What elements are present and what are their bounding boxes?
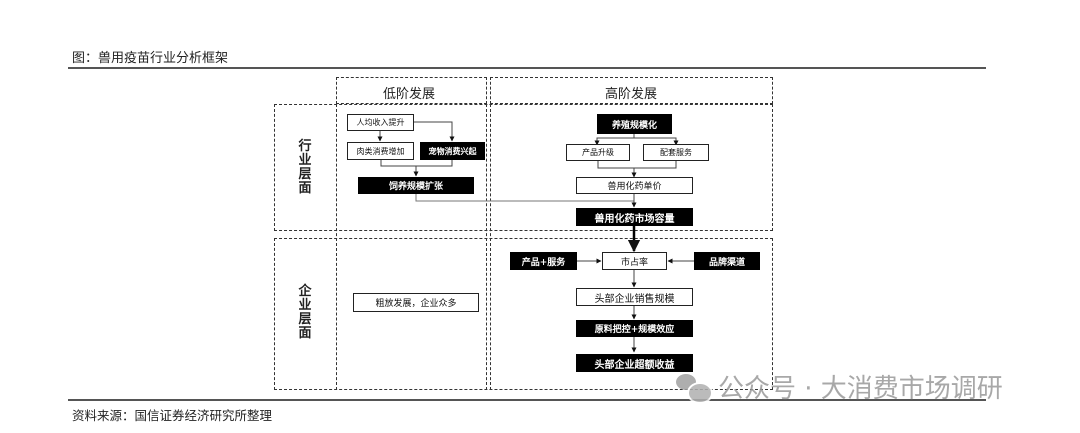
- header-low-box: [336, 77, 487, 104]
- node-extensive: 粗放发展，企业众多: [353, 293, 479, 312]
- row-label-industry-text: 行业层面: [298, 139, 312, 196]
- source-note: 资料来源：国信证券经济研究所整理: [72, 408, 273, 423]
- col-divider-low-high-a: [486, 104, 487, 390]
- node-unit-price: 兽用化药单价: [576, 177, 693, 194]
- row-industry-frame: [274, 104, 773, 231]
- watermark-text: 公众号 · 大消费市场调研: [718, 374, 1003, 404]
- row-enterprise-frame: [274, 238, 773, 390]
- node-raw-material: 原料把控+规模效应: [576, 320, 693, 337]
- node-market-size: 兽用化药市场容量: [576, 208, 693, 226]
- header-high-box: [490, 77, 773, 104]
- node-feeding: 饲养规模扩张: [358, 177, 474, 194]
- row-label-enterprise: 企业层面: [297, 285, 313, 341]
- wechat-icon: [676, 372, 713, 404]
- node-scale: 养殖规模化: [597, 114, 672, 134]
- node-product-service: 产品+服务: [510, 252, 577, 270]
- row-label-industry: 行业层面: [297, 140, 313, 196]
- node-market-share: 市占率: [602, 252, 667, 270]
- node-meat: 肉类消费增加: [347, 142, 414, 160]
- top-rule: [68, 67, 986, 69]
- col-divider-label: [336, 104, 337, 390]
- node-brand-channel: 品牌渠道: [694, 252, 760, 270]
- node-pet: 宠物消费兴起: [420, 142, 485, 160]
- figure-caption: 图：兽用疫苗行业分析框架: [72, 51, 229, 66]
- node-service: 配套服务: [643, 144, 709, 161]
- row-label-enterprise-text: 企业层面: [298, 284, 312, 341]
- watermark: 公众号 · 大消费市场调研: [676, 368, 1003, 405]
- header-low: 低阶发展: [383, 87, 436, 102]
- node-leader-sales: 头部企业销售规模: [576, 288, 693, 306]
- node-income: 人均收入提升: [347, 114, 414, 131]
- node-excess-return: 头部企业超额收益: [576, 354, 693, 372]
- node-upgrade: 产品升级: [566, 144, 630, 161]
- bottom-rule: [68, 399, 986, 401]
- header-high: 高阶发展: [605, 87, 658, 102]
- col-divider-low-high-b: [490, 104, 491, 390]
